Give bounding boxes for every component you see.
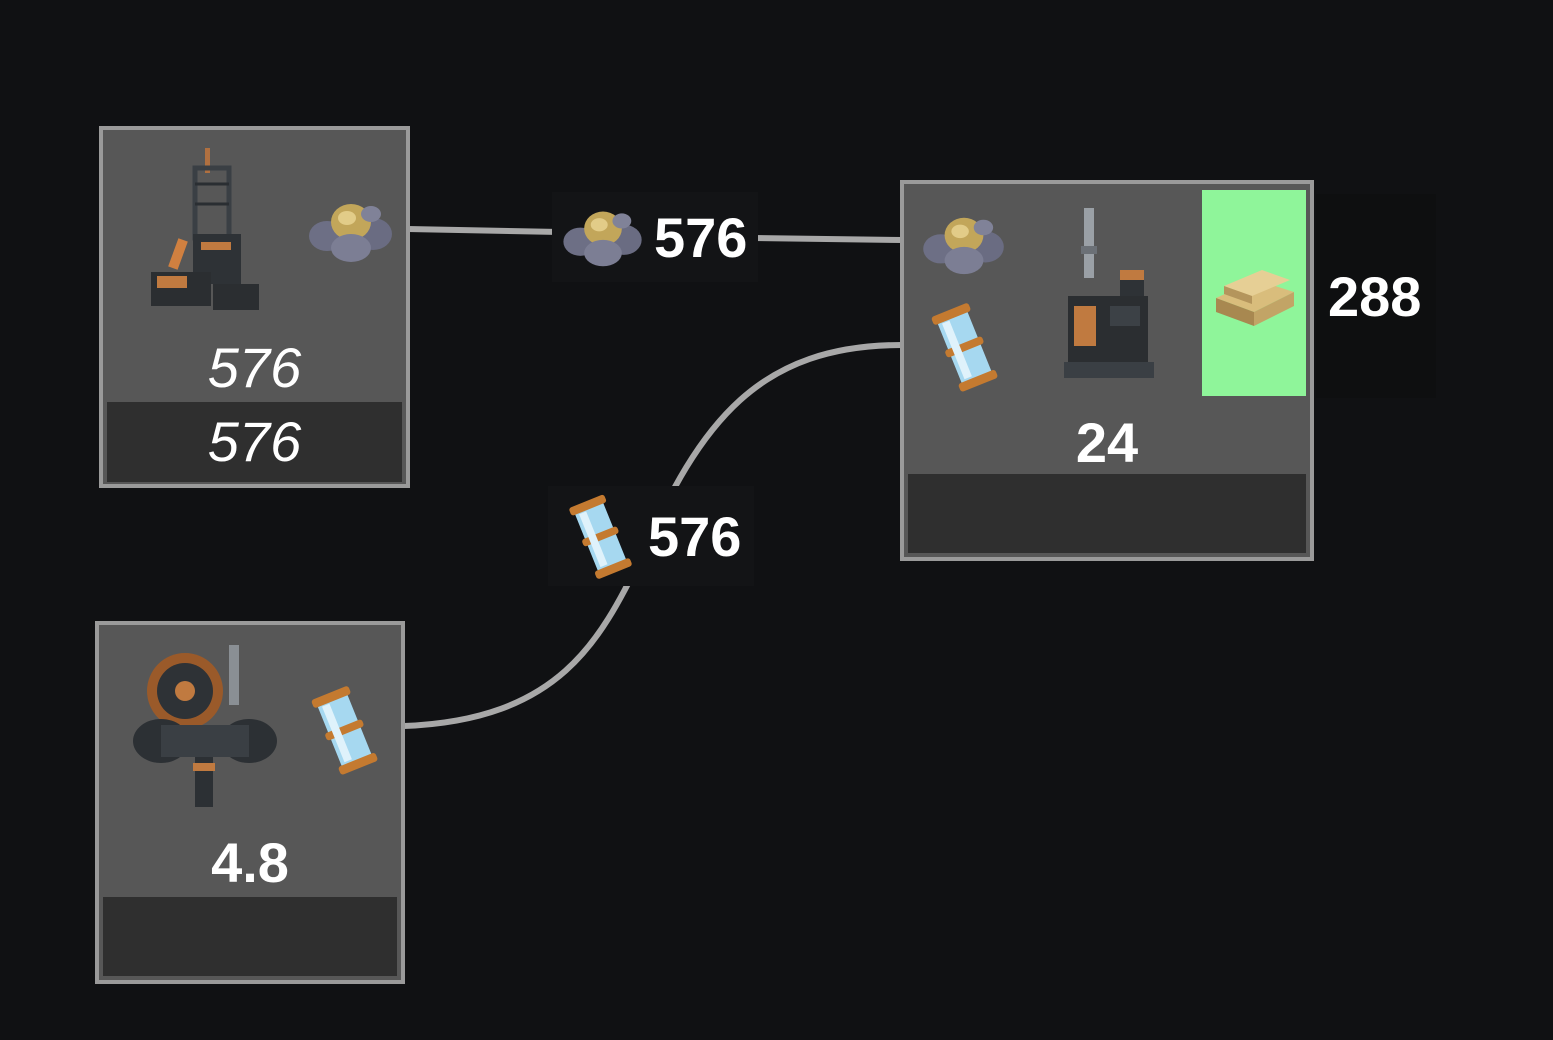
- miner-footer: 576: [107, 402, 402, 482]
- water-edge-icon: [569, 494, 632, 579]
- ingot-icon: [1216, 270, 1294, 326]
- ore-edge-rate: 576: [654, 205, 748, 269]
- refinery-output-rate-label: 288: [1316, 194, 1436, 398]
- refinery-output-rate: 288: [1328, 264, 1422, 328]
- water-extractor-icon: [133, 645, 277, 807]
- water-canister-icon: [311, 686, 378, 775]
- miner-icon: [151, 148, 259, 310]
- water-edge-label[interactable]: 576: [548, 486, 754, 586]
- ore-edge-label[interactable]: 576: [552, 192, 758, 282]
- extractor-node[interactable]: 4.8: [95, 621, 405, 984]
- ore-edge: [407, 226, 903, 243]
- ore-icon: [309, 204, 392, 262]
- refinery-icon: [1064, 208, 1154, 378]
- output-highlight: [1202, 190, 1306, 396]
- refinery-rate: 24: [1075, 411, 1139, 474]
- water-edge-rate: 576: [648, 504, 742, 568]
- ore-input-icon: [923, 217, 1004, 275]
- refinery-footer: [908, 474, 1306, 553]
- extractor-rate: 4.8: [211, 831, 289, 894]
- water-canister-input-icon: [931, 303, 998, 392]
- refinery-node[interactable]: 24: [900, 180, 1314, 561]
- miner-node[interactable]: 576 576: [99, 126, 410, 488]
- extractor-footer: [103, 897, 397, 976]
- miner-rate: 576: [207, 336, 302, 399]
- ore-edge-icon: [563, 211, 642, 267]
